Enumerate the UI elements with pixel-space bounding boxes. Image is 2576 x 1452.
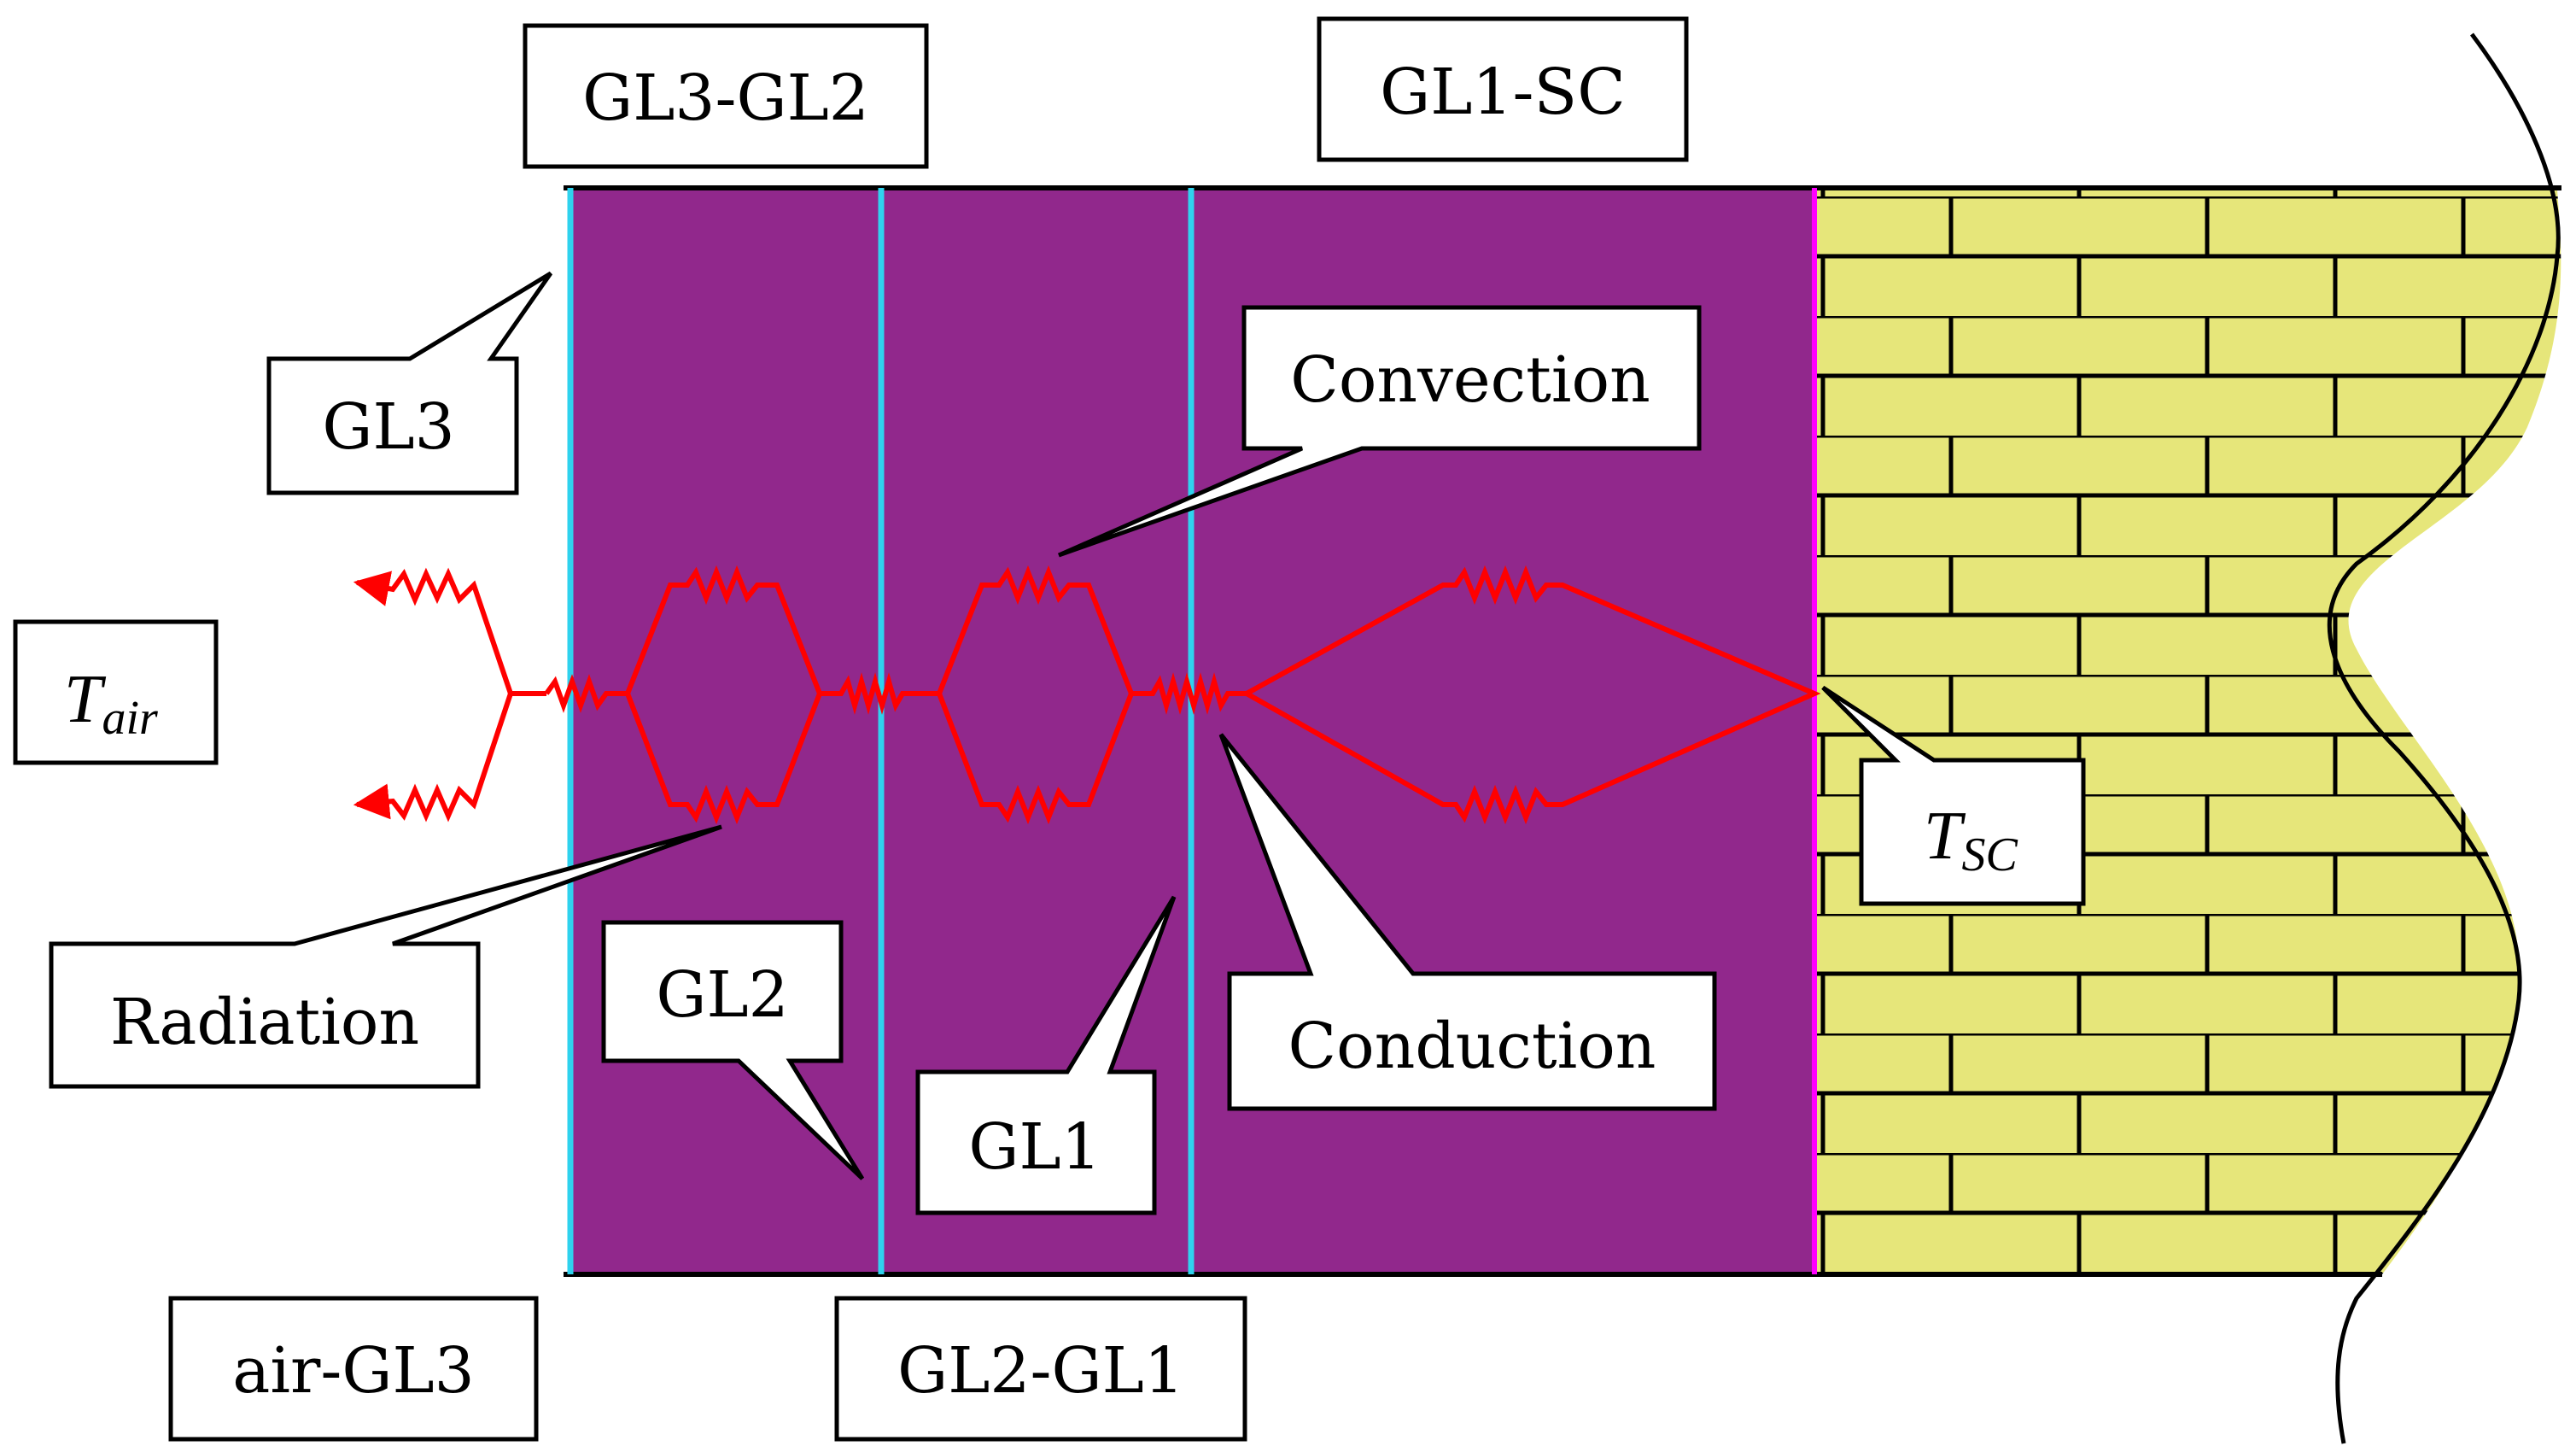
label-air-gl3: air-GL3 [232,1334,475,1408]
callout-gl2: GL2 [601,920,865,1180]
label-convection: Convection [1290,343,1650,417]
callout-gl1-sc: GL1-SC [1317,16,1689,162]
resistor-icon [1131,672,1247,715]
callout-air-gl3: air-GL3 [168,1296,539,1442]
callout-conduction: Conduction [1218,733,1717,1111]
callout-gl3-gl2: GL3-GL2 [523,23,929,169]
label-gl2: GL2 [656,958,788,1032]
callout-gl3: GL3 [266,271,553,495]
brick-wall [1814,190,2561,1274]
callout-t-air: Tair [13,619,219,765]
heat-flow-network [353,565,1821,825]
callout-gl1: GL1 [915,895,1177,1215]
label-gl3: GL3 [322,390,454,464]
diamond-loop-gl1-sc [1241,565,1821,825]
label-gl1-sc: GL1-SC [1380,56,1626,129]
radiation-arrow-icon [353,567,513,694]
wall-break-edge [2327,32,2561,1444]
label-t-sc: TSC [1924,799,2018,881]
label-gl3-gl2: GL3-GL2 [582,61,869,135]
callout-radiation: Radiation [49,824,722,1089]
label-t-air: Tair [64,662,158,745]
callout-t-sc: TSC [1821,685,2086,906]
label-conduction: Conduction [1288,1010,1656,1083]
callout-convection: Convection [1057,305,1702,558]
label-radiation: Radiation [110,986,419,1059]
label-gl1: GL1 [968,1110,1101,1184]
radiation-arrow-icon [353,693,513,823]
resistor-icon [820,672,939,715]
resistor-icon [544,674,628,713]
label-gl2-gl1: GL2-GL1 [897,1334,1184,1408]
callout-gl2-gl1: GL2-GL1 [834,1296,1247,1442]
